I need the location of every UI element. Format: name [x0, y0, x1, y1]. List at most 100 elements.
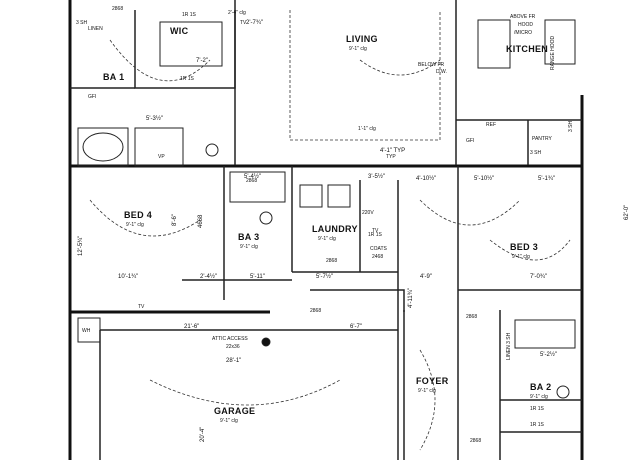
note-above-fr-2: HOOD	[518, 22, 533, 28]
note-below-fr-2: D.W.	[436, 69, 447, 75]
room-foyer: FOYER	[416, 376, 449, 386]
foyer-clg: 9'-1" clg	[418, 388, 436, 394]
dim-20: 6'-7"	[350, 324, 362, 330]
shelf-label-e: 1R 1S	[530, 406, 545, 412]
note-spot: 2'-4" clg	[228, 10, 246, 16]
washer	[299, 184, 323, 208]
note-above-fr-3: /MICRO	[514, 30, 532, 36]
dim-21: 4'-11¾"	[408, 288, 414, 308]
note-range-hood: RANGE HOOD	[550, 35, 556, 70]
dim-4: 5'-4½"	[244, 173, 261, 180]
note-cooktop: 1'-1" clg	[358, 126, 376, 132]
dim-19: 28'-1"	[226, 358, 241, 364]
toilet-ba1	[205, 143, 219, 157]
dim-23: 4'-1" TYP	[380, 148, 405, 154]
room-garage: GARAGE	[214, 406, 255, 416]
note-tv-2: TV	[372, 228, 379, 234]
note-vp: VP	[158, 154, 165, 160]
kitchen-sink	[544, 19, 576, 65]
door-label-c: 2868	[326, 258, 337, 264]
bed4-clg: 9'-1" clg	[126, 222, 144, 228]
ba2-clg: 9'-1" clg	[530, 394, 548, 400]
dim-15: 7'-0¾"	[530, 274, 547, 280]
dim-11: 2'-4½"	[200, 273, 217, 280]
tub-ba3	[229, 171, 286, 203]
dim-17: 4668	[198, 214, 204, 228]
room-laundry: LAUNDRY	[312, 224, 358, 234]
dim-7: 5'-10½"	[474, 175, 494, 182]
fixtures	[77, 19, 576, 399]
room-kitchen: KITCHEN	[506, 44, 548, 54]
note-attic-2: 22x36	[226, 344, 240, 350]
note-gfi-1: GFI	[88, 94, 96, 100]
note-gfi-2: GFI	[466, 138, 474, 144]
ba3-clg: 9'-1" clg	[240, 244, 258, 250]
dim-8: 5'-1¾"	[538, 176, 555, 182]
living-clg: 9'-1" clg	[349, 46, 367, 52]
attic-fixture	[261, 337, 271, 347]
electrical-circuits	[89, 10, 571, 451]
dim-16: 8'-6"	[172, 214, 178, 226]
dim-2: 5'-3½"	[146, 115, 163, 122]
toilet-ba2	[556, 385, 570, 399]
wic-shelf	[159, 21, 223, 67]
note-coats-1: COATS	[370, 246, 388, 252]
note-coats-2: 2468	[372, 254, 383, 260]
dim-3: 7'-2"	[196, 58, 208, 64]
note-ref: REF	[486, 122, 496, 128]
toilet-ba3	[259, 211, 273, 225]
room-bed3: BED 3	[510, 242, 538, 252]
shelf-label-c: 1R 1S	[368, 232, 383, 238]
note-wh: WH	[82, 328, 91, 334]
dryer	[327, 184, 351, 208]
dim-12: 5'-11"	[250, 274, 265, 280]
room-ba2: BA 2	[530, 382, 551, 392]
note-tv-3: TV	[138, 304, 145, 310]
room-wic: WIC	[170, 26, 189, 36]
shelf-count-b: 3 SH	[530, 150, 542, 156]
garage-clg: 9'-1" clg	[220, 418, 238, 424]
laundry-clg: 9'-1" clg	[318, 236, 336, 242]
door-label-a: 2868	[112, 6, 123, 12]
shelf-label-b: 1R 1S	[180, 76, 195, 82]
shelf-label-d: 1R 1S	[530, 422, 545, 428]
water-heater	[77, 317, 101, 343]
note-linen-top: LINEN	[88, 26, 103, 32]
room-bed4: BED 4	[124, 210, 152, 220]
dim-1: 2'-7¾"	[246, 20, 263, 26]
shower-ba1	[134, 127, 184, 167]
note-tv-1: TV	[240, 20, 247, 26]
note-attic-1: ATTIC ACCESS	[212, 336, 248, 342]
tub-ba2	[514, 319, 576, 349]
kitchen-range	[477, 19, 511, 69]
note-below-fr-1: BELOW FR	[418, 62, 445, 68]
dim-22: 62'-0"	[624, 205, 630, 220]
shelf-count-c: 3 SH	[568, 120, 574, 132]
note-220v: 220V	[362, 210, 374, 216]
door-label-f: 2868	[470, 438, 481, 444]
door-label-e: 2868	[466, 314, 477, 320]
door-label-b: 2868	[246, 178, 257, 184]
room-ba1: BA 1	[103, 72, 124, 82]
room-pantry: PANTRY	[532, 136, 552, 142]
dim-10: 10'-1¾"	[118, 274, 138, 280]
room-living: LIVING	[346, 34, 378, 44]
interior-walls	[70, 0, 582, 460]
dim-14: 4'-9"	[420, 274, 432, 280]
dim-9: 12'-5¾"	[78, 236, 84, 256]
shelf-count-a: 3 SH	[76, 20, 88, 26]
note-typ: TYP	[386, 154, 396, 160]
dim-5: 3'-5½"	[368, 173, 385, 180]
bed3-clg: 9'-1" clg	[512, 254, 530, 260]
dim-18: 21'-6"	[184, 324, 199, 330]
dim-13: 5'-7½"	[316, 273, 333, 280]
tub-basin-ba1	[82, 132, 124, 162]
door-label-d: 2868	[310, 308, 321, 314]
dim-6: 4'-10½"	[416, 175, 436, 182]
dim-24: 5'-2½"	[540, 351, 557, 358]
shelf-label-a: 1R 1S	[182, 12, 197, 18]
note-above-fr-1: ABOVE FR	[510, 14, 536, 20]
note-linen-right: LINEN 3 SH	[506, 332, 512, 360]
room-ba3: BA 3	[238, 232, 259, 242]
